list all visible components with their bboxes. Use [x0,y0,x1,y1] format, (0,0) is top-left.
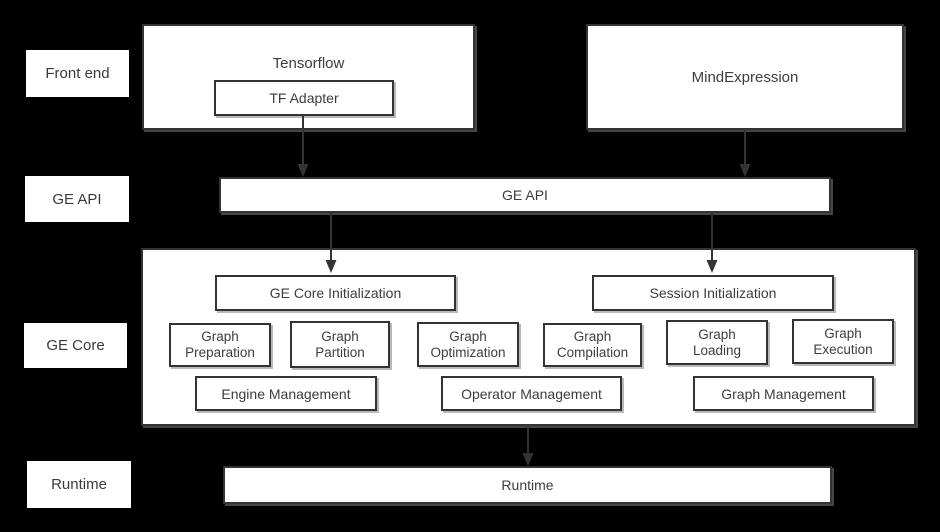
mindexpression-box: MindExpression [586,24,904,130]
graph-preparation-box: Graph Preparation [169,323,271,367]
arrow-mindexpression-to-geapi [739,130,751,177]
row-label-ge-api: GE API [25,176,129,222]
graph-execution-box: Graph Execution [792,319,894,364]
row-label-ge-core: GE Core [24,323,127,368]
graph-partition-box: Graph Partition [290,321,390,368]
ge-api-bar: GE API [219,177,831,213]
session-initialization-box: Session Initialization [592,275,834,311]
graph-optimization-box: Graph Optimization [417,322,519,367]
runtime-bar: Runtime [223,466,832,504]
operator-management-box: Operator Management [441,376,622,411]
row-label-runtime: Runtime [27,461,131,508]
graph-compilation-box: Graph Compilation [543,323,642,367]
graph-loading-box: Graph Loading [666,320,768,365]
arrow-gecore-to-runtime [522,426,534,466]
tensorflow-box: Tensorflow TF Adapter [142,24,475,130]
graph-management-box: Graph Management [693,376,874,411]
ge-core-box: GE Core Initialization Session Initializ… [141,248,916,426]
tf-adapter-box: TF Adapter [214,80,394,116]
row-label-front-end: Front end [26,50,129,97]
ge-core-initialization-box: GE Core Initialization [215,275,456,311]
engine-management-box: Engine Management [195,376,377,411]
tensorflow-label: Tensorflow [272,55,345,72]
